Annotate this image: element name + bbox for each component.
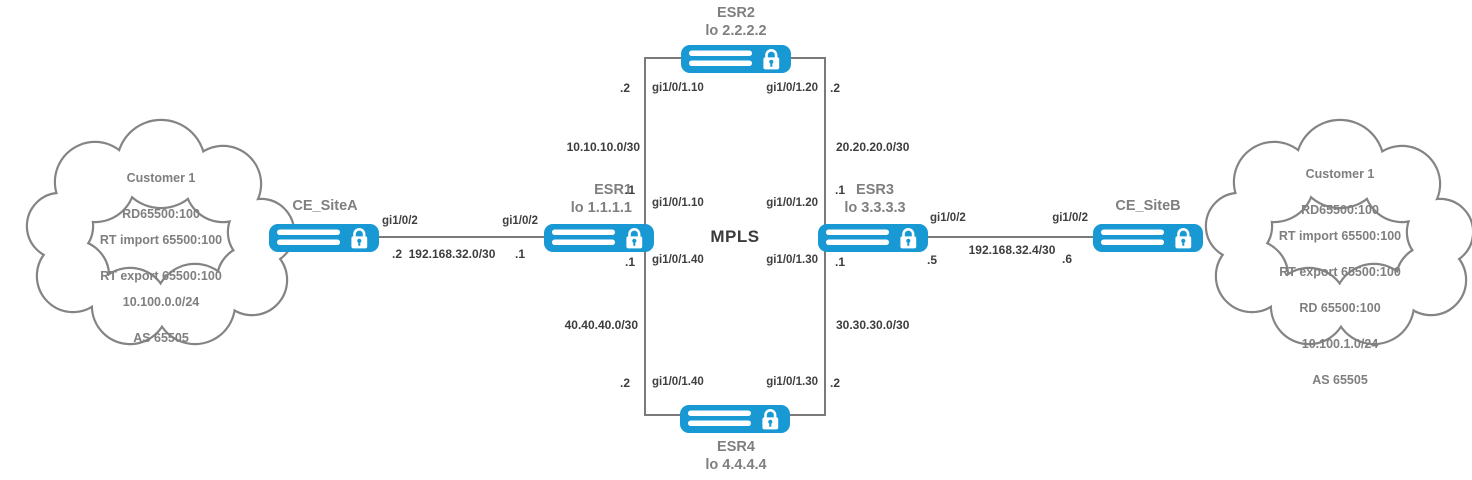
lock-icon — [763, 49, 780, 70]
device-name-esr1: ESR1 — [594, 182, 632, 198]
cloud-a-rt-import: RT import 65500:100 — [99, 233, 223, 247]
cloud-a-title: Customer 1 — [126, 171, 196, 185]
cloud-b-rd2: RD 65500:100 — [1299, 301, 1381, 315]
cloud-a-asn: AS 65505 — [133, 331, 189, 345]
if-label-esr1-bottom: gi1/0/1.40 — [652, 254, 704, 266]
device-label-esr2: ESR2 lo 2.2.2.2 — [676, 4, 796, 40]
if-label-ce-sitea: gi1/0/2 — [382, 215, 418, 227]
lock-icon — [762, 409, 779, 430]
cloud-a-route-targets: RT import 65500:100 RT export 65500:100 — [71, 213, 251, 303]
cloud-b-title: Customer 1 — [1305, 167, 1375, 181]
router-esr2-icon — [681, 45, 791, 73]
cloud-a-addressing: 10.100.0.0/24 AS 65505 — [81, 275, 241, 365]
device-name-esr4: ESR4 — [717, 439, 755, 455]
device-loopback-esr3: lo 3.3.3.3 — [844, 200, 906, 216]
mpls-core-label: MPLS — [710, 227, 760, 246]
device-loopback-esr1: lo 1.1.1.1 — [570, 200, 632, 216]
lock-icon — [626, 228, 643, 249]
ip-label-esr4-right: .2 — [830, 376, 841, 390]
if-label-ce-siteb: gi1/0/2 — [1052, 212, 1088, 224]
ip-label-esr3-top: .1 — [835, 183, 846, 197]
device-label-esr1: ESR1 lo 1.1.1.1 — [500, 181, 632, 217]
device-loopback-esr4: lo 4.4.4.4 — [705, 457, 767, 473]
subnet-label-esr2-esr3: 20.20.20.0/30 — [836, 140, 910, 154]
cloud-a-rt-export: RT export 65500:100 — [100, 269, 222, 283]
ip-label-esr1-top: .1 — [625, 183, 636, 197]
router-esr4-icon — [680, 405, 790, 433]
device-label-ce-sitea: CE_SiteA — [292, 198, 358, 214]
if-label-esr3-bottom: gi1/0/1.30 — [766, 254, 818, 266]
ip-label-ce-sitea: .2 — [392, 247, 403, 261]
if-label-esr2-right: gi1/0/1.20 — [766, 82, 818, 94]
if-label-esr4-left: gi1/0/1.40 — [652, 376, 704, 388]
device-name-esr2: ESR2 — [717, 5, 755, 21]
if-label-esr1-top: gi1/0/1.10 — [652, 197, 704, 209]
cloud-a-identity: Customer 1 RD65500:100 — [81, 151, 241, 241]
device-name-esr3: ESR3 — [856, 182, 894, 198]
subnet-label-esr3-b: 192.168.32.4/30 — [968, 243, 1056, 257]
cloud-a-subnet: 10.100.0.0/24 — [122, 295, 200, 309]
lock-icon — [1175, 228, 1192, 249]
subnet-label-esr3-esr4: 30.30.30.0/30 — [836, 318, 910, 332]
cloud-b-asn: AS 65505 — [1312, 373, 1368, 387]
cloud-b-rt-import: RT import 65500:100 — [1278, 229, 1402, 243]
ip-label-esr2-right: .2 — [830, 81, 841, 95]
subnet-label-esr1-esr4: 40.40.40.0/30 — [564, 318, 638, 332]
cloud-a-rd: RD65500:100 — [122, 207, 200, 221]
if-label-esr4-right: gi1/0/1.30 — [766, 376, 818, 388]
ip-label-esr3-access: .5 — [927, 253, 938, 267]
router-esr1-icon — [544, 224, 654, 252]
device-label-esr3: ESR3 lo 3.3.3.3 — [815, 181, 935, 217]
link-ce-sitea-esr1 — [320, 236, 600, 238]
cloud-b-details: RT import 65500:100 RT export 65500:100 … — [1250, 209, 1430, 407]
link-esr3-ce-siteb — [880, 236, 1150, 238]
router-ce-sitea-icon — [269, 224, 379, 252]
lock-icon — [900, 228, 917, 249]
subnet-label-a-esr1: 192.168.32.0/30 — [408, 247, 496, 261]
ip-label-esr2-left: .2 — [620, 81, 631, 95]
cloud-b-rd: RD65500:100 — [1301, 203, 1379, 217]
ip-label-esr1-access: .1 — [515, 247, 526, 261]
ip-label-esr3-bottom: .1 — [835, 255, 846, 269]
device-loopback-esr2: lo 2.2.2.2 — [705, 23, 767, 39]
if-label-esr2-left: gi1/0/1.10 — [652, 82, 704, 94]
device-label-esr4: ESR4 lo 4.4.4.4 — [676, 438, 796, 474]
ip-label-esr4-left: .2 — [620, 376, 631, 390]
ip-label-ce-siteb: .6 — [1062, 252, 1073, 266]
cloud-b-rt-export: RT export 65500:100 — [1279, 265, 1401, 279]
router-ce-siteb-icon — [1093, 224, 1203, 252]
cloud-b-subnet: 10.100.1.0/24 — [1301, 337, 1379, 351]
cloud-b-identity: Customer 1 RD65500:100 — [1255, 147, 1425, 237]
if-label-esr3-access: gi1/0/2 — [930, 212, 966, 224]
subnet-label-esr2-esr1: 10.10.10.0/30 — [566, 140, 640, 154]
if-label-esr1-access: gi1/0/2 — [502, 215, 538, 227]
device-label-ce-siteb: CE_SiteB — [1115, 198, 1181, 214]
ip-label-esr1-bottom: .1 — [625, 255, 636, 269]
if-label-esr3-top: gi1/0/1.20 — [766, 197, 818, 209]
customer1-site-b-cloud — [1204, 118, 1472, 346]
router-esr3-icon — [818, 224, 928, 252]
lock-icon — [351, 228, 368, 249]
